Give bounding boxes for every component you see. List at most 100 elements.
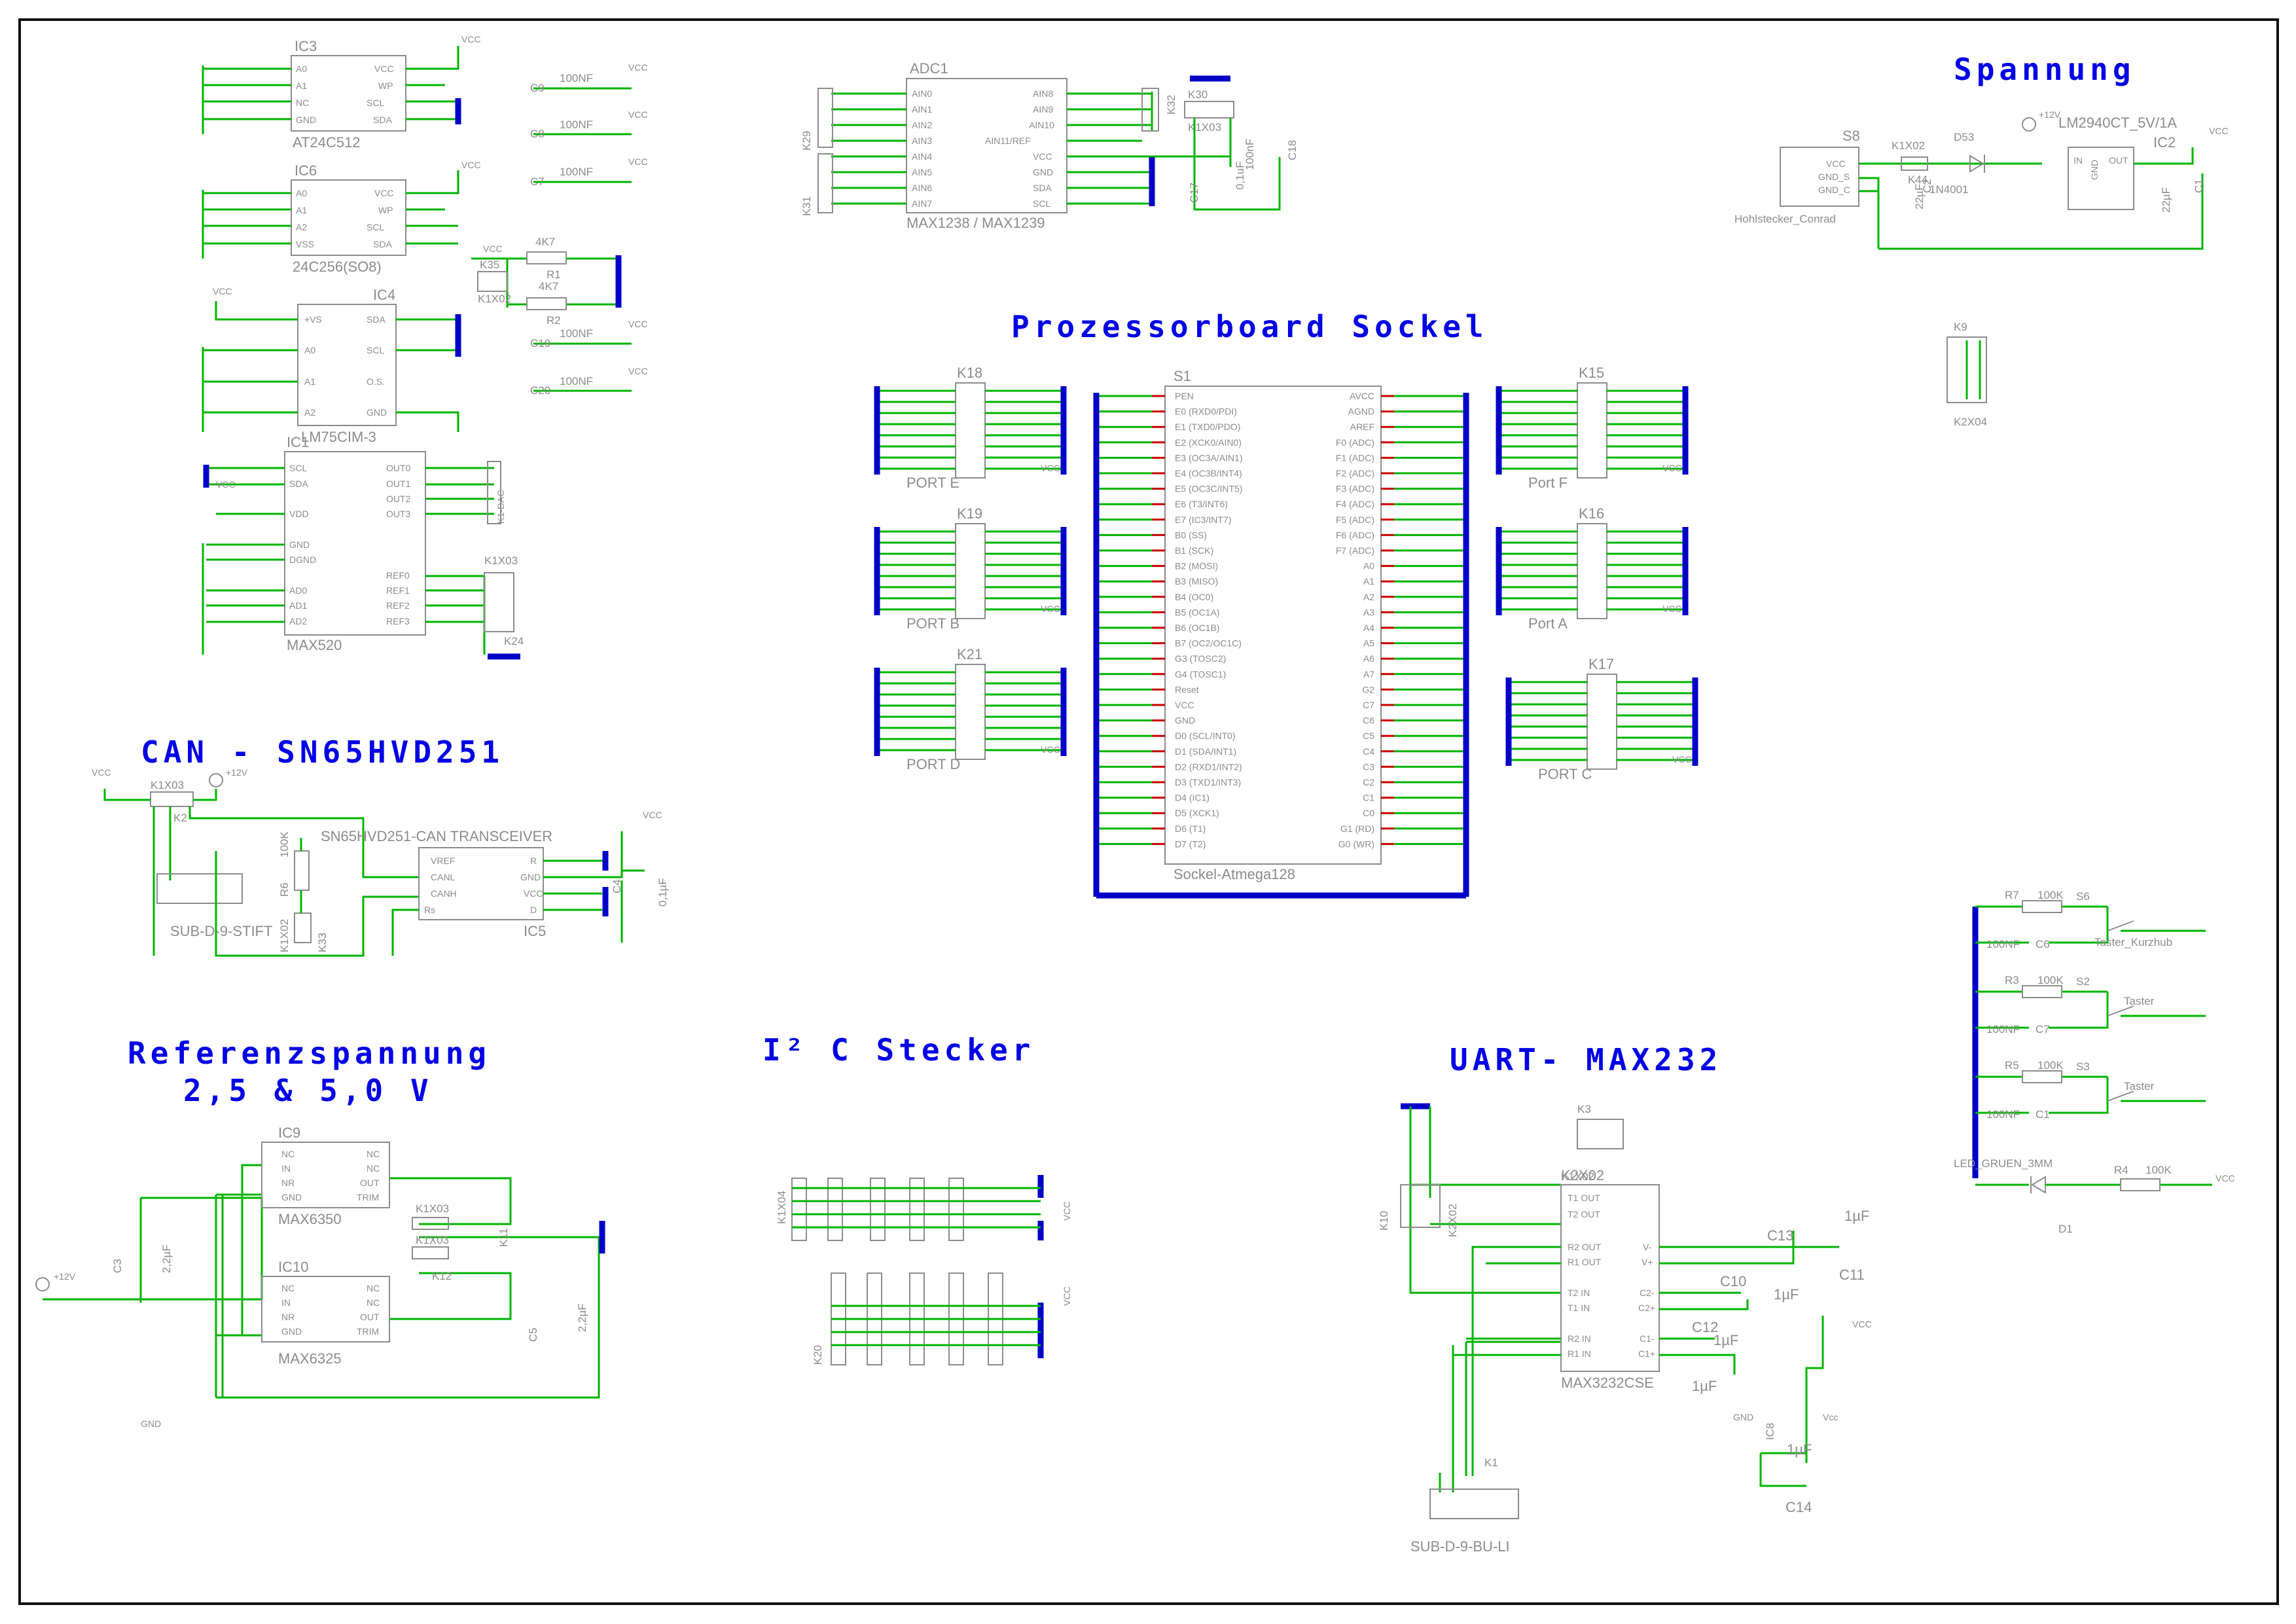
cap-ref: C1 (2036, 1108, 2050, 1121)
svg-text:VCC: VCC (92, 767, 111, 778)
port-ref: K15 (1579, 365, 1604, 381)
svg-text:VCC: VCC (524, 888, 543, 899)
ic1-max520: IC1 MAX520 SCL SDA VDD GND DGND AD0 AD1 … (202, 434, 524, 660)
socket-right-pin-label: F2 (ADC) (1336, 468, 1374, 478)
socket-right-pin-label: F5 (ADC) (1336, 514, 1374, 525)
svg-text:22µF: 22µF (1913, 184, 1926, 209)
ic4-lm75: IC4 LM75CIM-3 +VS A0 A1 A2 SDA SCL O.S. … (202, 286, 461, 445)
svg-text:V-: V- (1643, 1242, 1652, 1252)
socket-left-pin-label: G3 (TOSC2) (1175, 653, 1226, 664)
i2c-header (791, 1178, 807, 1241)
socket-right-pin-label: AREF (1350, 422, 1374, 432)
svg-text:S1: S1 (1174, 368, 1191, 384)
svg-text:SUB-D-9-STIFT: SUB-D-9-STIFT (170, 923, 272, 939)
socket-left-pin-label: B5 (OC1A) (1175, 607, 1219, 617)
svg-text:V+: V+ (1641, 1257, 1653, 1267)
svg-text:IC10: IC10 (278, 1259, 308, 1275)
svg-text:NC: NC (367, 1297, 380, 1308)
port-ref: K16 (1579, 505, 1604, 522)
svg-text:K1X03: K1X03 (416, 1202, 449, 1215)
svg-text:K32: K32 (1165, 95, 1177, 115)
socket-left-pin-label: B7 (OC2/OC1C) (1175, 638, 1242, 649)
top-caps: C9 C8 C7 C19 C20 100NF 100NF 100NF 100NF… (530, 62, 648, 397)
svg-text:A1: A1 (296, 81, 307, 91)
svg-text:VCC: VCC (2215, 1173, 2235, 1183)
svg-text:O.S.: O.S. (367, 376, 385, 387)
switch-ref: S3 (2076, 1060, 2090, 1073)
svg-text:C7: C7 (530, 175, 545, 188)
switch-ref: S6 (2076, 890, 2090, 903)
svg-text:NC: NC (281, 1149, 295, 1159)
svg-text:1µF: 1µF (1774, 1286, 1799, 1303)
svg-text:4K7: 4K7 (535, 236, 555, 248)
svg-text:VCC: VCC (2209, 126, 2229, 136)
socket-left-pin-label: B1 (SCK) (1175, 545, 1213, 556)
reference-voltage: +12V IC9 MAX6350 NC IN NR GND NC NC OUT … (35, 1125, 605, 1429)
switch-label: Taster (2124, 1080, 2155, 1092)
title-prozessorboard: Prozessorboard Sockel (1011, 309, 1488, 344)
svg-text:SUB-D-9-BU-LI: SUB-D-9-BU-LI (1410, 1538, 1510, 1555)
svg-text:NR: NR (281, 1312, 295, 1322)
svg-text:K2: K2 (173, 812, 187, 824)
socket-left-pin-label: E1 (TXD0/PDO) (1175, 422, 1240, 432)
svg-text:2,2µF: 2,2µF (160, 1244, 173, 1273)
svg-text:VCC: VCC (483, 244, 503, 254)
svg-text:OUT1: OUT1 (386, 478, 411, 489)
svg-text:A1: A1 (304, 376, 315, 387)
cap-value: 100NF (1986, 1108, 2020, 1121)
svg-text:100nF: 100nF (1244, 139, 1256, 170)
svg-text:22µF: 22µF (2160, 187, 2172, 213)
socket-right-pin-label: C0 (1363, 808, 1374, 818)
svg-text:K1X03: K1X03 (484, 554, 518, 567)
socket-left-pin-label: E7 (IC3/INT7) (1175, 514, 1231, 525)
svg-text:VCC: VCC (628, 109, 648, 120)
svg-text:AIN1: AIN1 (912, 104, 932, 115)
svg-text:Vcc: Vcc (1823, 1412, 1838, 1422)
svg-text:VCC: VCC (374, 63, 394, 74)
svg-text:C11: C11 (1839, 1267, 1865, 1283)
port-label: PORT C (1538, 766, 1592, 782)
svg-text:NC: NC (367, 1283, 380, 1293)
svg-text:1µF: 1µF (1713, 1332, 1738, 1348)
svg-text:T2 OUT: T2 OUT (1568, 1209, 1600, 1219)
port-ref: K17 (1588, 656, 1614, 672)
svg-text:SCL: SCL (1033, 198, 1050, 209)
svg-text:AT24C512: AT24C512 (293, 134, 361, 151)
svg-text:REF1: REF1 (386, 585, 410, 596)
svg-text:SDA: SDA (1033, 183, 1052, 193)
socket-right-pin-label: A6 (1363, 653, 1374, 664)
i2c-header (909, 1178, 925, 1241)
port-vcc: VCC (1662, 604, 1682, 614)
svg-text:K2X02: K2X02 (1561, 1167, 1604, 1183)
socket-left-pin-label: Reset (1175, 684, 1199, 695)
svg-text:D53: D53 (1954, 131, 1974, 143)
svg-text:K3: K3 (1577, 1103, 1591, 1115)
title-uart: UART- MAX232 (1450, 1042, 1722, 1077)
svg-text:IC5: IC5 (524, 923, 546, 939)
svg-text:AIN3: AIN3 (912, 135, 932, 146)
svg-text:K1X03: K1X03 (151, 779, 184, 791)
svg-text:VCC: VCC (374, 188, 394, 198)
socket-right-pin-label: F7 (ADC) (1336, 545, 1374, 556)
svg-text:D: D (530, 905, 537, 915)
svg-text:K1: K1 (1484, 1456, 1498, 1469)
svg-text:AIN6: AIN6 (912, 183, 932, 193)
socket-right-pin-label: C3 (1363, 761, 1374, 772)
svg-text:SDA: SDA (373, 239, 392, 249)
resistor-value: 100K (2037, 974, 2064, 986)
svg-text:D1: D1 (2058, 1223, 2073, 1235)
svg-text:OUT: OUT (360, 1312, 380, 1322)
svg-text:T2 IN: T2 IN (1568, 1288, 1590, 1298)
svg-text:GND_C: GND_C (1818, 185, 1850, 195)
ic3-eeprom: IC3 AT24C512 A0 A1 NC GND VCC WP SCL SDA… (202, 34, 481, 151)
i2c-header (827, 1178, 843, 1241)
svg-text:SDA: SDA (289, 478, 308, 489)
svg-text:C2+: C2+ (1638, 1303, 1655, 1313)
svg-text:CANL: CANL (431, 872, 456, 882)
svg-text:GND: GND (1033, 167, 1053, 177)
svg-text:SCL: SCL (367, 98, 384, 108)
port-label: Port F (1528, 475, 1568, 491)
svg-text:IC8: IC8 (1764, 1423, 1776, 1440)
